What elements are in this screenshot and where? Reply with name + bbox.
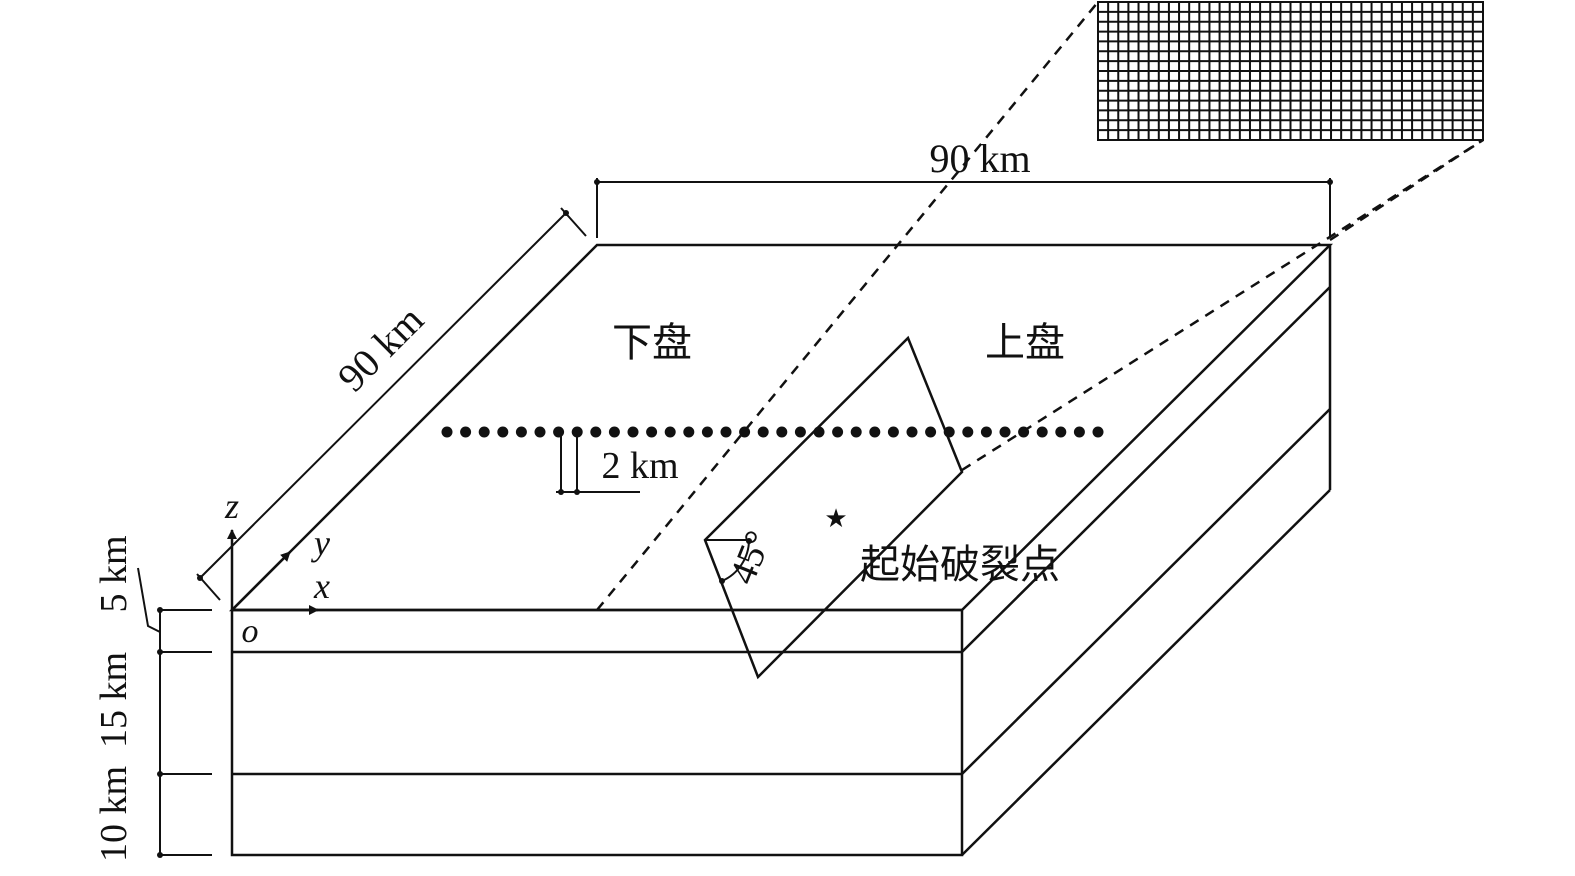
right-layer-boundary-1 bbox=[961, 286, 1331, 653]
station-dot bbox=[739, 426, 751, 438]
station-dot bbox=[478, 426, 490, 438]
station-dot bbox=[906, 426, 918, 438]
station-dot bbox=[980, 426, 992, 438]
station-dot bbox=[1036, 426, 1048, 438]
station-dot bbox=[869, 426, 881, 438]
station-dot bbox=[627, 426, 639, 438]
station-dot bbox=[441, 426, 453, 438]
station-dot bbox=[962, 426, 974, 438]
station-dot bbox=[701, 426, 713, 438]
station-dot bbox=[1092, 426, 1104, 438]
dip-angle-label: 45° bbox=[721, 525, 780, 590]
origin-label: o bbox=[242, 613, 259, 650]
station-dot bbox=[534, 426, 546, 438]
station-line bbox=[441, 426, 1104, 438]
station-dot bbox=[850, 426, 862, 438]
top-width-label: 90 km bbox=[929, 136, 1030, 181]
station-dot bbox=[1073, 426, 1085, 438]
axis-z-label: z bbox=[224, 486, 239, 526]
hanging-wall-label: 上盘 bbox=[985, 320, 1065, 366]
station-dot bbox=[553, 426, 565, 438]
station-spacing-label: 2 km bbox=[601, 445, 678, 487]
station-dot bbox=[925, 426, 937, 438]
diagonal-depth-label: 90 km bbox=[329, 297, 432, 400]
model-block bbox=[228, 243, 1334, 857]
mesh-grid-inset bbox=[1097, 1, 1484, 141]
coordinate-axes: z y x o bbox=[224, 486, 330, 650]
station-dot bbox=[832, 426, 844, 438]
right-bottom-edge bbox=[961, 489, 1331, 856]
station-dot bbox=[776, 426, 788, 438]
station-dot bbox=[664, 426, 676, 438]
axis-y-label: y bbox=[311, 523, 330, 563]
front-face bbox=[230, 608, 964, 857]
station-dot bbox=[1055, 426, 1067, 438]
station-dot bbox=[887, 426, 899, 438]
layer-thickness-dimensions: 5 km 15 km 10 km bbox=[93, 535, 212, 862]
right-layer-boundary-2 bbox=[961, 408, 1331, 775]
hypocenter-star-icon: ★ bbox=[824, 504, 847, 534]
station-dot bbox=[608, 426, 620, 438]
diagonal-depth-dimension: 90 km bbox=[196, 207, 587, 601]
station-dot bbox=[590, 426, 602, 438]
station-dot bbox=[943, 426, 955, 438]
footwall-label: 下盘 bbox=[612, 320, 692, 366]
station-dot bbox=[999, 426, 1011, 438]
hypocenter-label: 起始破裂点 bbox=[860, 542, 1060, 588]
y-axis-arrow bbox=[231, 551, 291, 611]
station-dot bbox=[1018, 426, 1030, 438]
layer1-leader bbox=[137, 567, 161, 633]
axis-x-label: x bbox=[313, 566, 330, 606]
layer1-label: 5 km bbox=[93, 535, 135, 612]
station-dot bbox=[497, 426, 509, 438]
station-dot bbox=[813, 426, 825, 438]
station-dot bbox=[515, 426, 527, 438]
dip-angle-arc bbox=[721, 539, 750, 582]
layer3-label: 10 km bbox=[93, 766, 135, 862]
station-dot bbox=[683, 426, 695, 438]
station-dot bbox=[757, 426, 769, 438]
station-dot bbox=[720, 426, 732, 438]
station-dot bbox=[794, 426, 806, 438]
station-dot bbox=[646, 426, 658, 438]
layer2-label: 15 km bbox=[93, 652, 135, 748]
top-width-dimension: 90 km bbox=[594, 136, 1333, 238]
station-dot bbox=[460, 426, 472, 438]
station-spacing-marker: 2 km bbox=[556, 432, 679, 495]
inset-projection-lines bbox=[596, 1, 1484, 611]
